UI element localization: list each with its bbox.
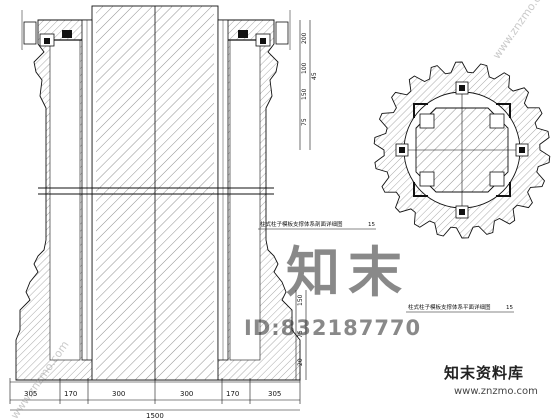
caption-left: 柱式柱子模板支撑体系剖面详细图 — [260, 220, 343, 228]
caption-right-scale: 15 — [506, 305, 513, 311]
top-clamp-left — [23, 21, 82, 47]
section-view: 305 170 300 300 170 305 1500 200 100 150… — [9, 5, 318, 420]
caption-right: 柱式柱子模板支撑体系平面详细图 — [408, 303, 491, 311]
dim-bottom-4: 170 — [226, 390, 239, 398]
dim-right-lower-2: 20 — [297, 358, 304, 366]
dim-right-upper-total: 45 — [311, 72, 318, 80]
dim-total: 1500 — [146, 412, 164, 420]
dim-bottom-2: 300 — [112, 390, 125, 398]
plan-corner-brackets — [413, 103, 511, 197]
caption-left-group: 柱式柱子模板支撑体系剖面详细图 15 — [258, 220, 376, 230]
dim-bottom-1: 170 — [64, 390, 77, 398]
watermark-id: ID:832187770 — [244, 316, 422, 340]
caption-left-scale: 15 — [368, 222, 375, 228]
brand-name: 知末资料库 — [444, 364, 525, 382]
dim-bottom-0: 305 — [24, 390, 37, 398]
top-clamp-right — [228, 21, 289, 47]
dim-right-upper-2: 150 — [301, 88, 308, 100]
brand-url: www.znzmo.com — [454, 386, 538, 397]
brand-badge: 知末资料库 www.znzmo.com — [432, 356, 558, 418]
plan-view — [373, 61, 551, 239]
dim-right-lower-1: 75 — [297, 330, 304, 338]
dim-bottom-5: 305 — [268, 390, 281, 398]
watermark-logo-text: 知末 — [286, 241, 410, 304]
dim-right-upper-0: 200 — [301, 32, 308, 44]
dim-right-upper-3: 75 — [301, 118, 308, 126]
dim-bottom-3: 300 — [180, 390, 193, 398]
dim-right-lower-0: 150 — [297, 294, 304, 306]
caption-right-group: 柱式柱子模板支撑体系平面详细图 15 — [406, 303, 514, 313]
dim-right-upper-1: 100 — [301, 62, 308, 74]
